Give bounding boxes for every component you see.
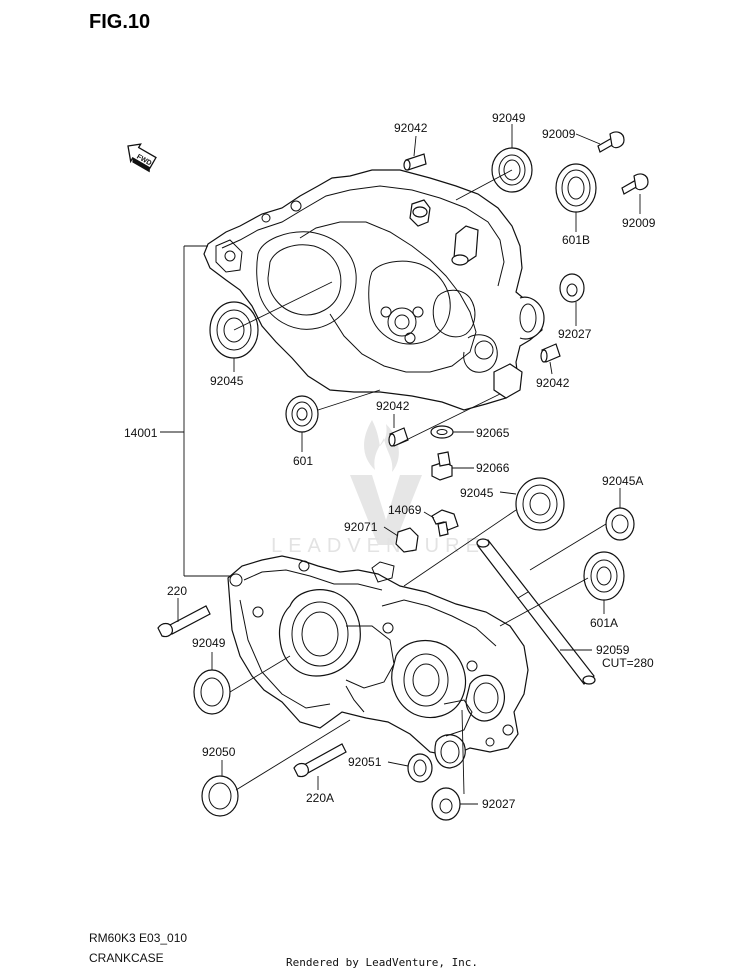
watermark-text: LEADVENTURE [271,535,485,557]
oil-seal-92049-low [193,669,231,715]
callout-601: 601 [293,454,313,468]
callout-92049-top: 92049 [492,111,526,125]
part-callouts: 92042 92049 92009 92009 601B 92027 92042… [124,111,656,811]
callout-92045-mid: 92045 [460,486,494,500]
callout-92042-top: 92042 [394,121,428,135]
clamp-92071 [395,527,419,553]
rendered-by-credit: Rendered by LeadVenture, Inc. [286,956,478,969]
bearing-601 [285,395,319,433]
fitting-14069 [431,509,459,537]
drain-plug-92066 [431,451,453,481]
leadventure-watermark: LEADVENTURE [271,420,485,557]
callout-92071: 92071 [344,520,378,534]
crankcase-left-half [203,169,545,411]
callout-92050: 92050 [202,745,236,759]
figure-title: FIG.10 [89,11,150,33]
dowel-pin-92042-top [403,153,427,171]
washer-92027-top [559,273,585,303]
crankcase-right-half [227,555,529,769]
bearing-92045-mid [515,477,565,531]
fwd-arrow-icon: FWD [127,143,157,173]
bolt-220 [157,605,211,638]
washer-92027-low [431,787,461,821]
oil-seal-92050 [201,775,239,817]
callout-92059: 92059 [596,643,630,657]
callout-601B: 601B [562,233,590,247]
washer-92065 [430,425,454,439]
hose-92059 [476,538,596,685]
dowel-pin-92042-right [540,343,561,363]
callout-220A: 220A [306,791,334,805]
callout-92042-mid: 92042 [376,399,410,413]
callout-92027-low: 92027 [482,797,516,811]
callout-92009-a: 92009 [542,127,576,141]
callout-601A: 601A [590,616,618,630]
bolt-92009-a [597,131,625,153]
callout-220: 220 [167,584,187,598]
callout-92045A: 92045A [602,474,643,488]
bearing-601A [583,551,625,601]
callout-92042-right: 92042 [536,376,570,390]
callout-92027-top: 92027 [558,327,592,341]
callout-92045-left: 92045 [210,374,244,388]
callout-cut-length: CUT=280 [602,656,654,670]
callout-14001: 14001 [124,426,158,440]
callout-92066: 92066 [476,461,510,475]
callout-92065: 92065 [476,426,510,440]
figure-caption: CRANKCASE [89,951,164,965]
bolt-92009-b [621,173,649,195]
callout-92049-low: 92049 [192,636,226,650]
bolt-220A [293,743,347,778]
callout-14069: 14069 [388,503,422,517]
bearing-92045A [605,507,635,541]
oil-seal-92051 [407,753,433,783]
callout-92009-b: 92009 [622,216,656,230]
bearing-601B [555,163,597,213]
leader-lines [160,124,641,805]
callout-92051: 92051 [348,755,382,769]
model-code: RM60K3 E03_010 [89,931,187,945]
